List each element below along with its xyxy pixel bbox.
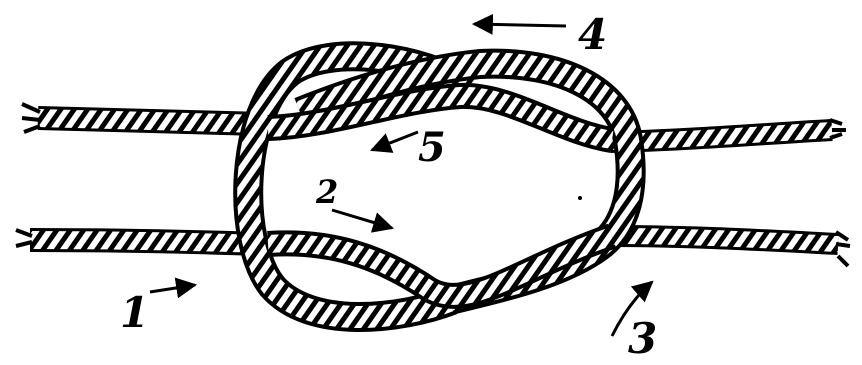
frayed-end-icon: [22, 104, 40, 132]
label-4: 4: [578, 14, 607, 56]
arrow-1-icon: [150, 285, 195, 292]
label-5: 5: [418, 128, 446, 168]
label-1: 1: [120, 292, 149, 334]
rope-lower-left: [16, 230, 262, 246]
label-3: 3: [628, 318, 657, 360]
frayed-end-icon: [830, 120, 846, 138]
label-2: 2: [316, 176, 338, 208]
rope-upper-left: [22, 104, 262, 132]
arrow-4-icon: [474, 24, 566, 26]
rope-inner-lower: [268, 236, 612, 296]
rope-upper-right: [610, 120, 846, 142]
arrow-2-icon: [332, 210, 392, 228]
ink-speck: [578, 196, 582, 200]
rope-lower-right: [610, 232, 850, 266]
arrow-5-icon: [372, 132, 418, 150]
frayed-end-icon: [16, 230, 32, 246]
